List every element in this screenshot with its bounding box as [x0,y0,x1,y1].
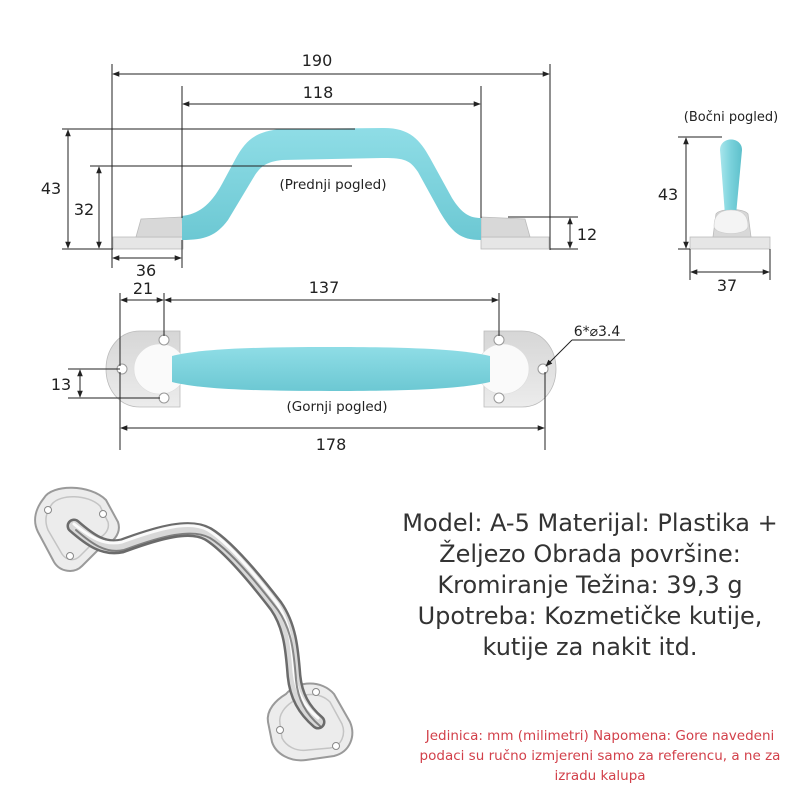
dim-36-label: 36 [136,261,156,280]
side-handle [720,139,742,221]
side-view: (Bočni pogled) [684,110,778,250]
dim-118-label: 118 [303,83,334,102]
hole-icon [44,506,52,514]
front-foot-left [135,216,184,238]
top-dimensions [68,293,625,450]
side-view-label: (Bočni pogled) [684,110,778,125]
hole-icon [99,510,107,518]
front-base-right [480,236,550,250]
top-dim-137-label: 137 [309,278,340,297]
side-dimension-labels: 43 37 [658,185,737,295]
product-spec-text: Model: A-5 Materijal: Plastika + Željezo… [402,509,778,661]
product-photo [34,486,354,762]
hole-icon [276,726,284,734]
dim-32-label: 32 [74,200,94,219]
hole-spec-label: 6*⌀3.4 [574,324,621,340]
hole-icon [493,392,505,404]
dim-12-label: 12 [577,225,597,244]
side-dim-37-label: 37 [717,276,737,295]
front-view-label: (Prednji pogled) [280,177,387,193]
hole-icon [493,334,505,346]
side-dim-43-label: 43 [658,185,678,204]
top-dim-178-label: 178 [316,435,347,454]
front-handle [182,128,481,240]
top-view-label: (Gornji pogled) [287,399,388,415]
dim-43-label: 43 [41,179,61,198]
hole-icon [158,334,170,346]
side-collar [713,209,749,234]
top-dim-21-label: 21 [133,279,153,298]
front-base-left [112,236,184,250]
top-handle [172,347,490,391]
hole-icon [537,363,549,375]
side-dimensions [678,136,771,280]
unit-note-text: Jedinica: mm (milimetri) Napomena: Gore … [419,728,781,784]
top-dimension-labels: 21 137 13 178 6*⌀3.4 [51,278,621,454]
hole-icon [332,742,340,750]
dim-190-label: 190 [302,51,333,70]
hole-icon [312,688,320,696]
top-dim-13-label: 13 [51,375,71,394]
front-dimension-labels: 190 118 43 32 36 12 [41,51,597,280]
hole-icon [158,392,170,404]
front-dimensions [62,64,578,268]
front-view: (Prednji pogled) [112,128,550,250]
side-base [689,236,771,250]
front-foot-right [480,216,531,238]
hole-icon [66,552,74,560]
top-view: (Gornji pogled) [105,330,557,415]
